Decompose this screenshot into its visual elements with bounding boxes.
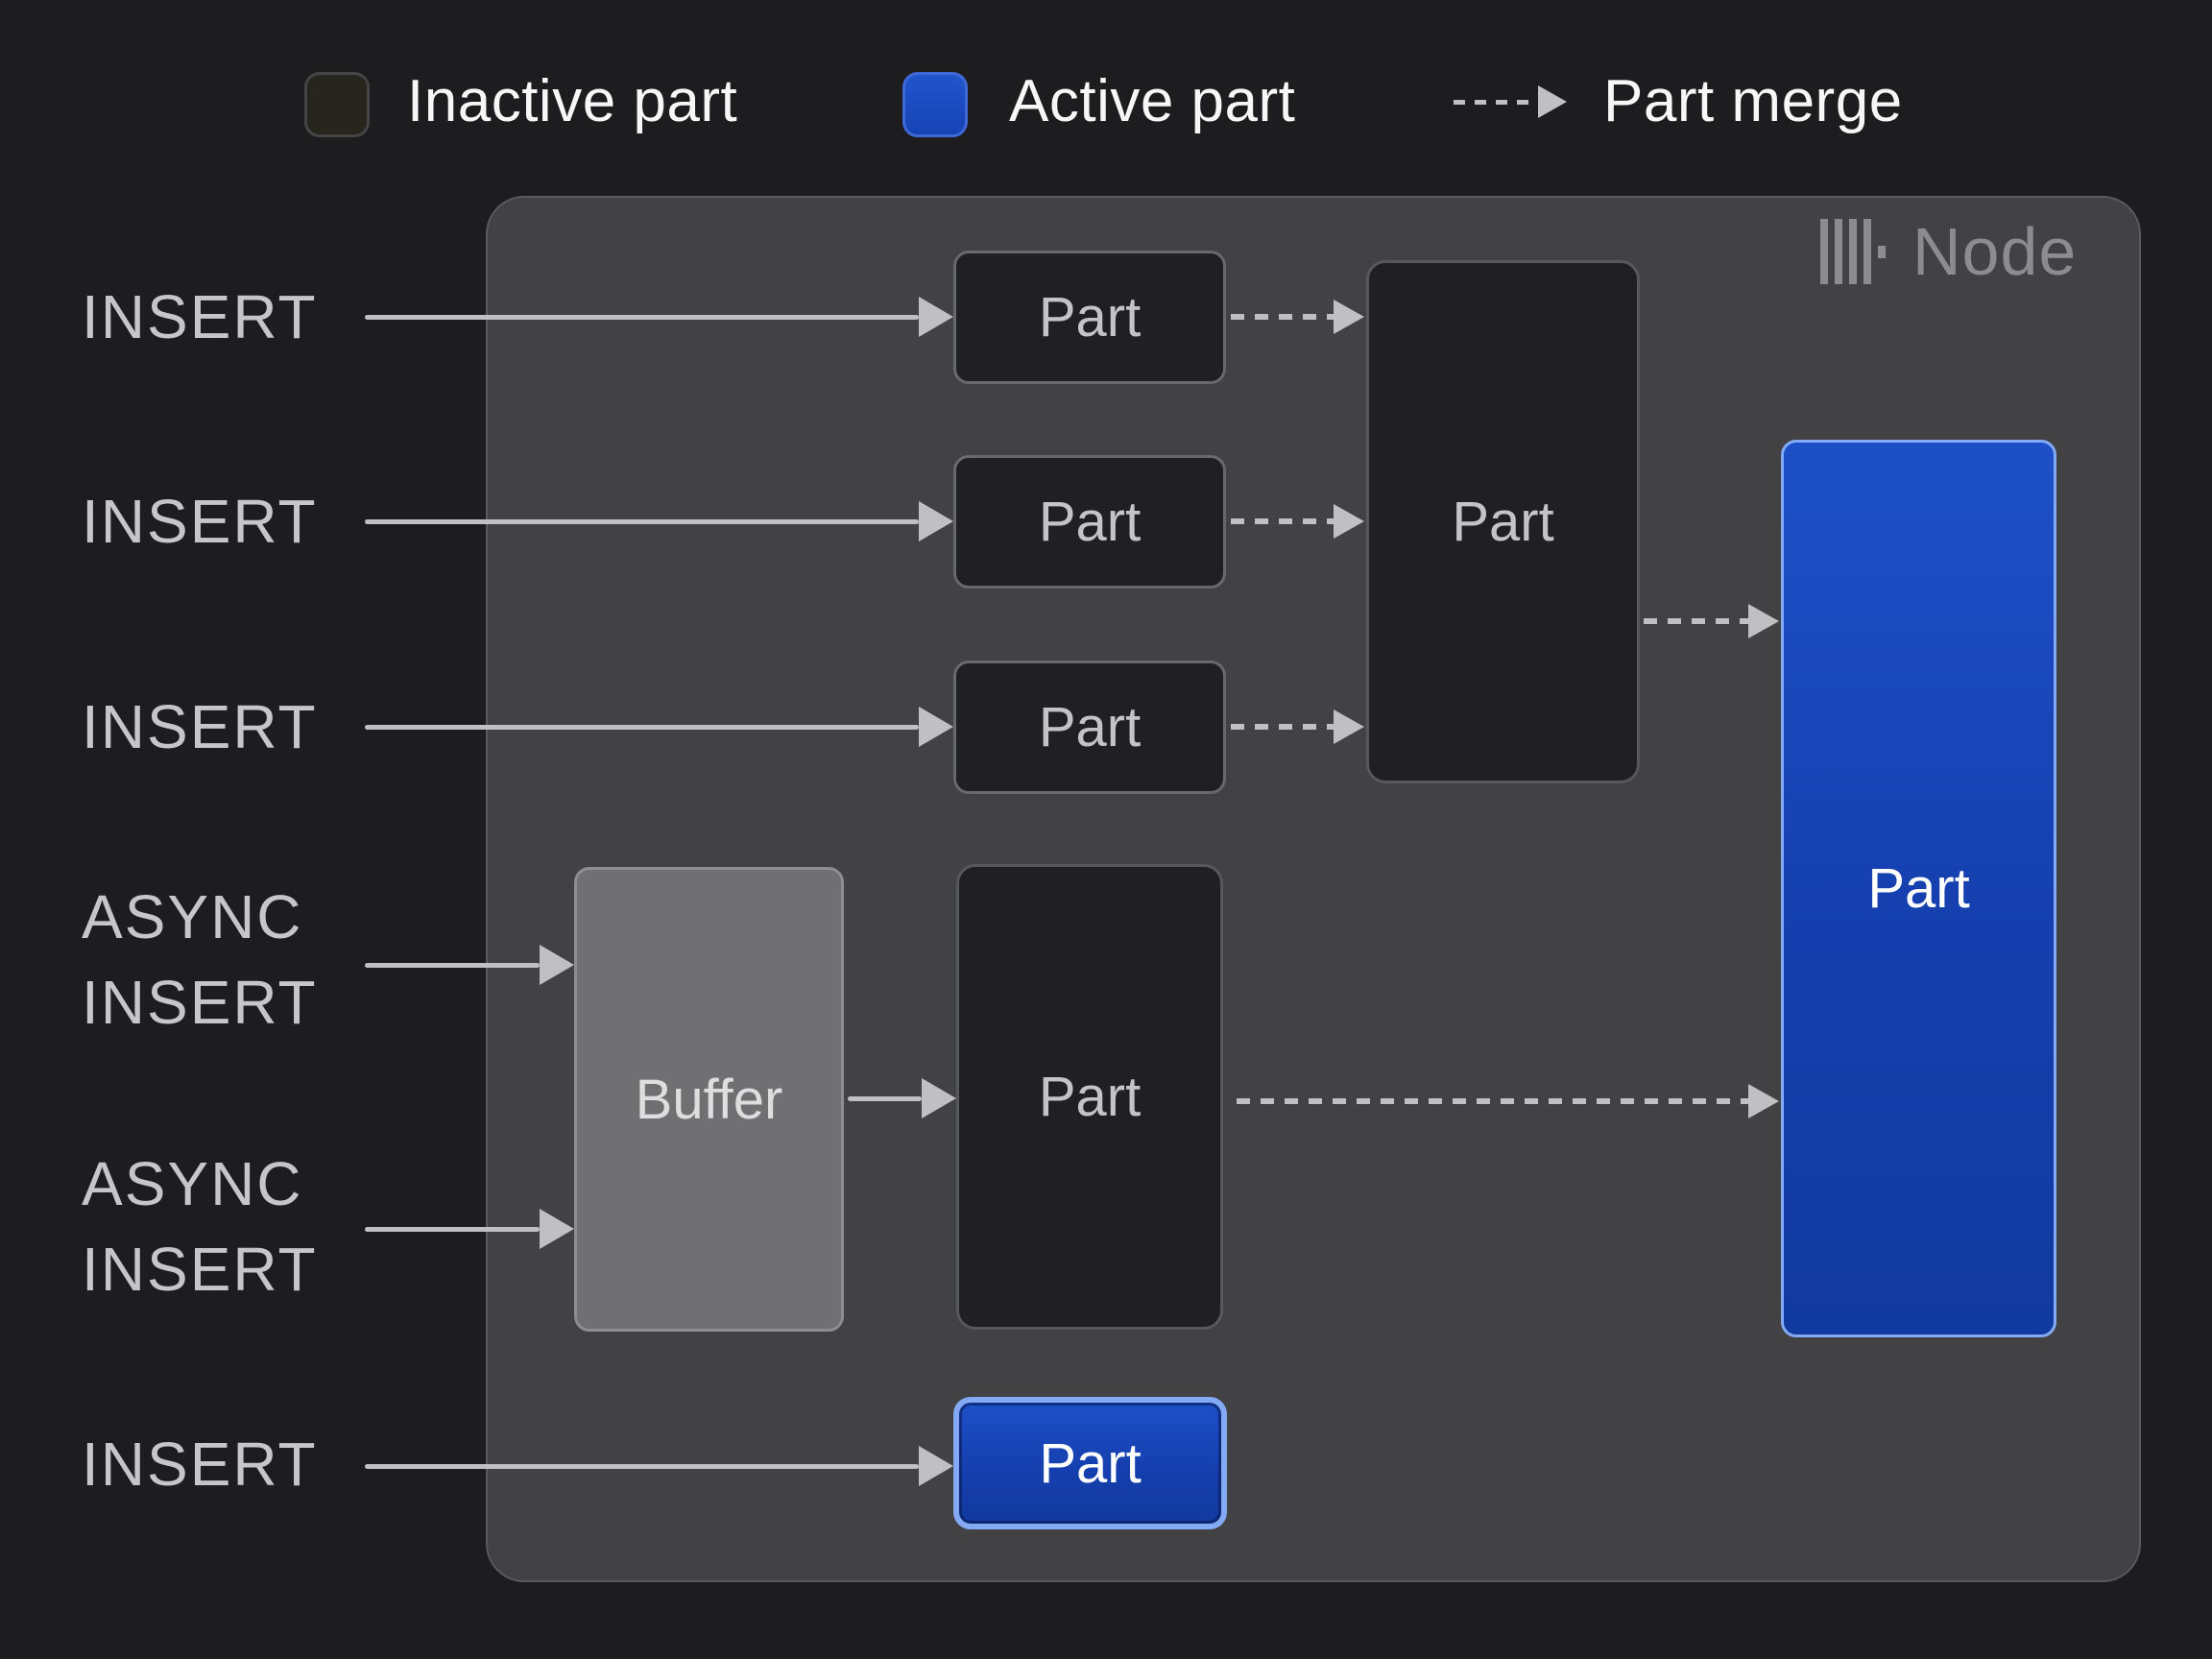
part-box-label: Part (1038, 286, 1142, 349)
arrow-shaft (1231, 314, 1334, 320)
part-box-label: Part (1038, 696, 1142, 758)
arrow-head (919, 707, 953, 747)
arrow-head (919, 501, 953, 541)
arrow-shaft (365, 724, 919, 730)
merged-to-active-arrow (1644, 600, 1779, 642)
active-part-swatch (902, 72, 968, 137)
insert-label-1: INSERT (82, 282, 318, 351)
arrow-shaft (365, 518, 919, 524)
insert2-arrow (365, 500, 953, 542)
merged-part-box: Part (1366, 260, 1640, 783)
async-insert1-arrow (365, 944, 574, 986)
part-box-label: Part (1038, 491, 1142, 553)
arrow-shaft (365, 1226, 540, 1232)
async-insert-label-2: ASYNC INSERT (82, 1149, 318, 1304)
part3-merge-arrow (1231, 706, 1364, 748)
active-part-box-large: Part (1781, 440, 2056, 1337)
legend-merge-label: Part merge (1603, 68, 1903, 134)
async-insert-label-1: ASYNC INSERT (82, 882, 318, 1037)
part-box-row1: Part (953, 251, 1226, 384)
part1-merge-arrow (1231, 296, 1364, 338)
legend-inactive-label: Inactive part (407, 68, 738, 134)
arrow-head (922, 1078, 956, 1118)
part-box-label: Part (1867, 857, 1970, 920)
legend-active-label: Active part (1009, 68, 1296, 134)
arrow-head (1334, 709, 1364, 744)
buffer-box-label: Buffer (635, 1068, 783, 1131)
buffer-to-part-arrow (848, 1077, 956, 1119)
arrow-head (1334, 504, 1364, 539)
insert-label-2: INSERT (82, 487, 318, 556)
buffered-part-box: Part (956, 864, 1223, 1330)
arrow-shaft (365, 1463, 919, 1469)
insert3-arrow (365, 706, 953, 748)
node-title: Node (1820, 215, 2077, 288)
arrow-shaft (1231, 724, 1334, 730)
inactive-part-swatch (304, 72, 370, 137)
buffer-box: Buffer (574, 867, 844, 1332)
arrow-shaft (365, 962, 540, 968)
arrow-shaft (1231, 518, 1334, 524)
insert1-arrow (365, 296, 953, 338)
buffered-part-to-active-arrow (1237, 1080, 1779, 1122)
arrow-shaft (365, 314, 919, 320)
node-title-label: Node (1912, 214, 2078, 289)
part-box-label: Part (1038, 1066, 1142, 1128)
arrow-shaft (848, 1095, 922, 1101)
arrow-head (1748, 604, 1779, 638)
arrow-head (919, 297, 953, 337)
active-part-box-small: Part (953, 1397, 1227, 1529)
arrow-head (540, 1209, 574, 1249)
insert-label-3: INSERT (82, 692, 318, 761)
clickhouse-logo-icon (1820, 219, 1886, 284)
part-merge-arrow-icon (1454, 69, 1567, 134)
arrow-head (1334, 300, 1364, 334)
legend-arrow-head (1538, 85, 1567, 118)
part-box-row3: Part (953, 661, 1226, 794)
part-box-label: Part (1039, 1431, 1142, 1495)
arrow-shaft (1644, 618, 1748, 624)
part-box-row2: Part (953, 455, 1226, 589)
part2-merge-arrow (1231, 500, 1364, 542)
insert-bottom-arrow (365, 1445, 953, 1487)
legend-arrow-shaft (1454, 99, 1538, 105)
async-insert2-arrow (365, 1208, 574, 1250)
part-box-label: Part (1452, 491, 1554, 553)
arrow-head (1748, 1084, 1779, 1118)
arrow-shaft (1237, 1098, 1748, 1104)
arrow-head (540, 945, 574, 985)
insert-label-bottom: INSERT (82, 1430, 318, 1499)
arrow-head (919, 1446, 953, 1486)
